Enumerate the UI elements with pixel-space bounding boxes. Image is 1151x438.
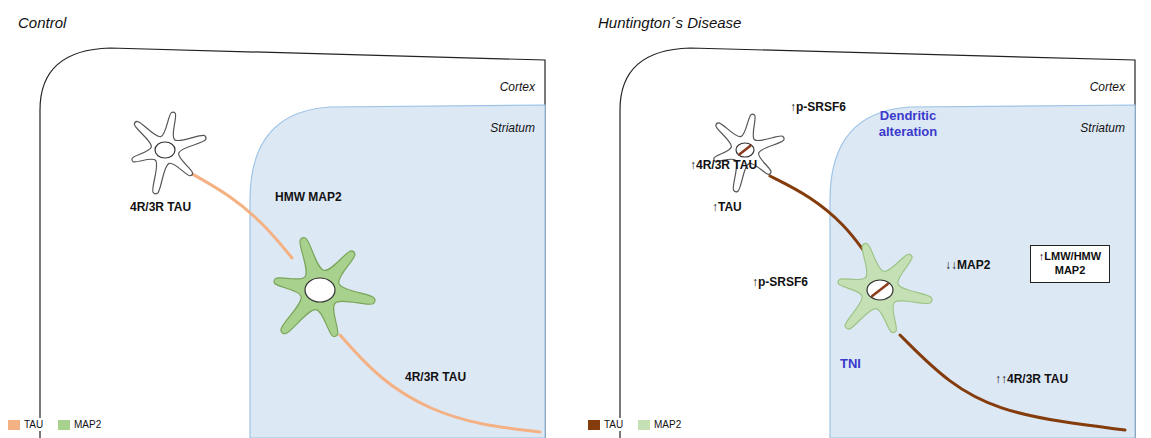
aggregate [872, 284, 888, 296]
striatum-region [830, 105, 1135, 438]
legend-swatch [588, 420, 600, 430]
legend-item: TAU [586, 418, 625, 431]
neuron [132, 112, 206, 193]
legend-text: MAP2 [74, 419, 101, 430]
nucleus [867, 280, 893, 300]
neuron [714, 114, 784, 191]
nucleus [305, 278, 335, 302]
legend-swatch [58, 420, 70, 430]
annotation: 4R/3R TAU [130, 200, 191, 214]
axon [770, 176, 866, 254]
region-label: Striatum [1080, 121, 1125, 135]
brain-region: Striatum [250, 105, 545, 438]
brain-outline [620, 48, 1135, 438]
axon [185, 170, 292, 258]
neuron-body [132, 112, 206, 193]
legend-item: MAP2 [636, 418, 683, 431]
brain-outline [40, 48, 545, 438]
annotation: 4R/3R TAU [405, 370, 466, 384]
annotation: Dendritic alteration [868, 108, 948, 139]
legend-text: MAP2 [654, 419, 681, 430]
annotation: TNI [840, 356, 861, 372]
neuron [838, 244, 932, 333]
annotation: ↑TAU [712, 200, 742, 214]
aggregate [740, 146, 751, 154]
annotation: HMW MAP2 [275, 190, 342, 204]
annotation: ↑4R/3R TAU [690, 158, 757, 172]
neuron-body [274, 238, 375, 337]
neuron-body [714, 114, 784, 191]
region-label: Cortex [1090, 80, 1125, 94]
neuron-body [838, 244, 932, 333]
neuron [274, 238, 375, 337]
nucleus [736, 143, 754, 157]
legend-item: MAP2 [56, 418, 103, 431]
axon [340, 335, 540, 432]
annotation: ↑p-SRSF6 [752, 275, 808, 289]
panel-title: Control [18, 14, 66, 31]
legend-text: TAU [604, 419, 623, 430]
panel-title: Huntington´s Disease [598, 14, 741, 31]
annotation: ↓↓MAP2 [945, 258, 990, 272]
legend-item: TAU [6, 418, 45, 431]
note-text: ↑LMW/HMW MAP2 [1037, 250, 1103, 278]
region-label: Striatum [490, 121, 535, 135]
boxed-note: ↑LMW/HMW MAP2 [1030, 245, 1110, 283]
striatum-region [250, 105, 545, 438]
annotation: ↑p-SRSF6 [790, 100, 846, 114]
legend-swatch [638, 420, 650, 430]
axon [900, 335, 1125, 430]
nucleus [155, 142, 175, 158]
legend-swatch [8, 420, 20, 430]
legend-text: TAU [24, 419, 43, 430]
annotation: ↑↑4R/3R TAU [995, 372, 1068, 386]
region-label: Cortex [500, 80, 535, 94]
brain-region: ControlCortexStriatum [40, 48, 545, 438]
